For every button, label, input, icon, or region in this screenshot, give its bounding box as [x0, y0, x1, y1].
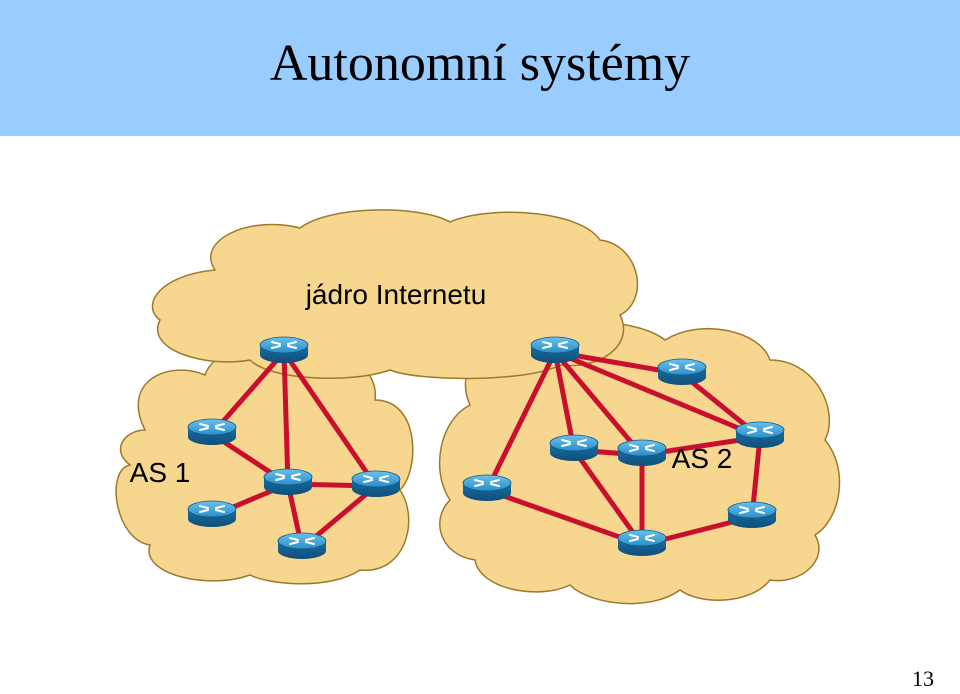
- router-core-as2: [530, 336, 580, 364]
- router-as2-bottom: [617, 529, 667, 557]
- slide-title: Autonomní systémy: [269, 35, 691, 92]
- router-as2-mid-left: [549, 434, 599, 462]
- router-as2-right-lower: [727, 501, 777, 529]
- router-core-as1: [259, 336, 309, 364]
- router-as2-left: [462, 474, 512, 502]
- title-bar: [0, 0, 960, 136]
- router-as2-top: [657, 358, 707, 386]
- router-as1-right: [351, 470, 401, 498]
- as2-label: AS 2: [672, 443, 733, 474]
- router-as1-bottom: [277, 532, 327, 560]
- router-as2-right-upper: [735, 421, 785, 449]
- core-label: jádro Internetu: [305, 279, 487, 310]
- router-as1-center: [263, 468, 313, 496]
- page-number: 13: [912, 666, 934, 691]
- core-cloud: [151, 209, 639, 380]
- router-as1-left-upper: [187, 418, 237, 446]
- as1-label: AS 1: [130, 457, 191, 488]
- router-as2-mid: [617, 439, 667, 467]
- router-as1-left-lower: [187, 500, 237, 528]
